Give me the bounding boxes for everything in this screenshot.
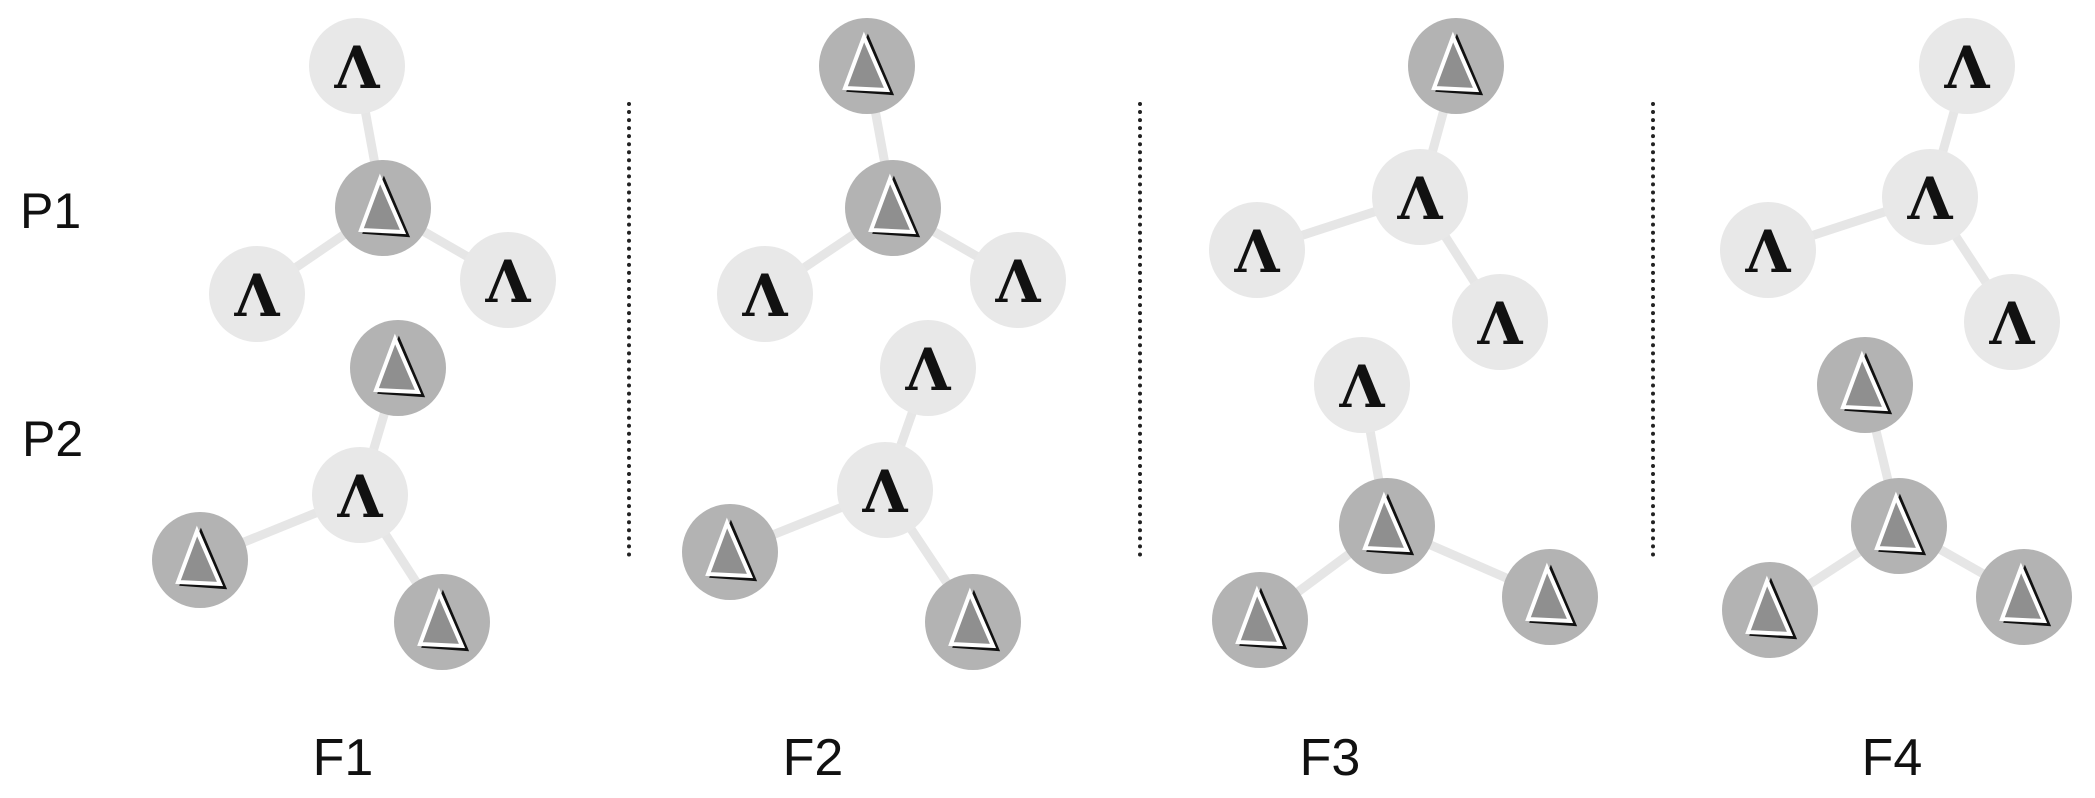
center-node bbox=[845, 160, 941, 256]
arm-node-3: Λ bbox=[460, 232, 556, 328]
arm-node-2-circle bbox=[1720, 202, 1816, 298]
column-label-f2: F2 bbox=[782, 729, 844, 787]
arm-node-1 bbox=[819, 18, 915, 114]
row-label-p2: P2 bbox=[22, 411, 84, 467]
arm-node-1-circle bbox=[1919, 18, 2015, 114]
center-node: Λ bbox=[1372, 149, 1468, 245]
arm-node-1-circle bbox=[880, 320, 976, 416]
arm-node-2: Λ bbox=[1720, 202, 1816, 298]
arm-node-1 bbox=[1817, 337, 1913, 433]
arm-node-2 bbox=[1212, 572, 1308, 668]
center-node-circle bbox=[1372, 149, 1468, 245]
center-node: Λ bbox=[837, 442, 933, 538]
frame-divider-1 bbox=[627, 102, 631, 557]
arm-node-3 bbox=[1976, 549, 2072, 645]
center-node bbox=[1851, 478, 1947, 574]
center-node-lambda-symbol: Λ bbox=[1396, 165, 1443, 233]
arm-node-2 bbox=[1722, 562, 1818, 658]
row-label-p1: P1 bbox=[20, 183, 82, 239]
arm-node-3: Λ bbox=[1452, 274, 1548, 370]
arm-node-3-delta-symbol bbox=[417, 587, 470, 652]
arm-node-3 bbox=[925, 574, 1021, 670]
arm-node-3-lambda-symbol: Λ bbox=[994, 248, 1041, 316]
center-node-delta-symbol bbox=[868, 173, 921, 238]
center-node-circle bbox=[837, 442, 933, 538]
molecule-f3-p1: ΛΛΛ bbox=[1209, 18, 1548, 370]
molecule-f1-p2: Λ bbox=[152, 320, 490, 670]
arm-node-1-delta-symbol bbox=[1431, 31, 1484, 96]
arm-node-3-lambda-symbol: Λ bbox=[484, 248, 531, 316]
arm-node-2: Λ bbox=[717, 246, 813, 342]
arm-node-2-circle bbox=[717, 246, 813, 342]
arm-node-3-circle bbox=[460, 232, 556, 328]
arm-node-1-delta-symbol bbox=[373, 333, 426, 398]
center-node-circle bbox=[312, 447, 408, 543]
arm-node-2-delta-symbol bbox=[175, 525, 228, 590]
center-node: Λ bbox=[312, 447, 408, 543]
arm-node-2-circle bbox=[1209, 202, 1305, 298]
arm-node-3-delta-symbol bbox=[948, 587, 1001, 652]
center-node bbox=[1339, 478, 1435, 574]
center-node bbox=[335, 160, 431, 256]
arm-node-1 bbox=[350, 320, 446, 416]
arm-node-3-circle bbox=[1964, 274, 2060, 370]
arm-node-1-delta-symbol bbox=[842, 31, 895, 96]
column-label-f3: F3 bbox=[1299, 729, 1361, 787]
arm-node-2-lambda-symbol: Λ bbox=[1233, 218, 1280, 286]
arm-node-3 bbox=[394, 574, 490, 670]
column-label-f1: F1 bbox=[312, 729, 374, 787]
molecule-f3-p2: Λ bbox=[1212, 337, 1598, 668]
arm-node-3: Λ bbox=[1964, 274, 2060, 370]
arm-node-3-delta-symbol bbox=[1525, 562, 1578, 627]
arm-node-1-lambda-symbol: Λ bbox=[904, 336, 951, 404]
arm-node-2-circle bbox=[209, 246, 305, 342]
arm-node-1 bbox=[1408, 18, 1504, 114]
arm-node-1-delta-symbol bbox=[1840, 350, 1893, 415]
molecule-f1-p1: Λ Λ Λ bbox=[209, 18, 556, 342]
molecule-f2-p2: ΛΛ bbox=[682, 320, 1021, 670]
arm-node-1: Λ bbox=[1314, 337, 1410, 433]
arm-node-1-circle bbox=[1314, 337, 1410, 433]
arm-node-2-lambda-symbol: Λ bbox=[233, 262, 280, 330]
arm-node-3 bbox=[1502, 549, 1598, 645]
center-node-delta-symbol bbox=[1362, 491, 1415, 556]
center-node-lambda-symbol: Λ bbox=[861, 458, 908, 526]
arm-node-2-delta-symbol bbox=[1745, 575, 1798, 640]
arm-node-3-delta-symbol bbox=[1999, 562, 2052, 627]
arm-node-2: Λ bbox=[209, 246, 305, 342]
arm-node-2 bbox=[152, 512, 248, 608]
center-node-delta-symbol bbox=[1874, 491, 1927, 556]
center-node: Λ bbox=[1882, 149, 1978, 245]
arm-node-2-delta-symbol bbox=[705, 517, 758, 582]
arm-node-1-circle bbox=[309, 18, 405, 114]
arm-node-1: Λ bbox=[1919, 18, 2015, 114]
center-node-lambda-symbol: Λ bbox=[336, 463, 383, 531]
arm-node-3-circle bbox=[1452, 274, 1548, 370]
center-node-circle bbox=[1882, 149, 1978, 245]
column-label-f4: F4 bbox=[1861, 729, 1923, 787]
arm-node-1-lambda-symbol: Λ bbox=[1943, 34, 1990, 102]
arm-node-3-lambda-symbol: Λ bbox=[1476, 290, 1523, 358]
arm-node-2-delta-symbol bbox=[1235, 585, 1288, 650]
arm-node-2-lambda-symbol: Λ bbox=[741, 262, 788, 330]
arm-node-2-lambda-symbol: Λ bbox=[1744, 218, 1791, 286]
center-node-delta-symbol bbox=[358, 173, 411, 238]
frame-divider-2 bbox=[1138, 102, 1142, 557]
center-node-lambda-symbol: Λ bbox=[1906, 165, 1953, 233]
arm-node-1: Λ bbox=[880, 320, 976, 416]
arm-node-2 bbox=[682, 504, 778, 600]
arm-node-1-lambda-symbol: Λ bbox=[1338, 353, 1385, 421]
molecule-f4-p2 bbox=[1722, 337, 2072, 658]
arm-node-3-lambda-symbol: Λ bbox=[1988, 290, 2035, 358]
arm-node-1: Λ bbox=[309, 18, 405, 114]
arm-node-1-lambda-symbol: Λ bbox=[333, 34, 380, 102]
arm-node-3: Λ bbox=[970, 232, 1066, 328]
arm-node-2: Λ bbox=[1209, 202, 1305, 298]
arm-node-3-circle bbox=[970, 232, 1066, 328]
frame-divider-3 bbox=[1651, 102, 1655, 557]
